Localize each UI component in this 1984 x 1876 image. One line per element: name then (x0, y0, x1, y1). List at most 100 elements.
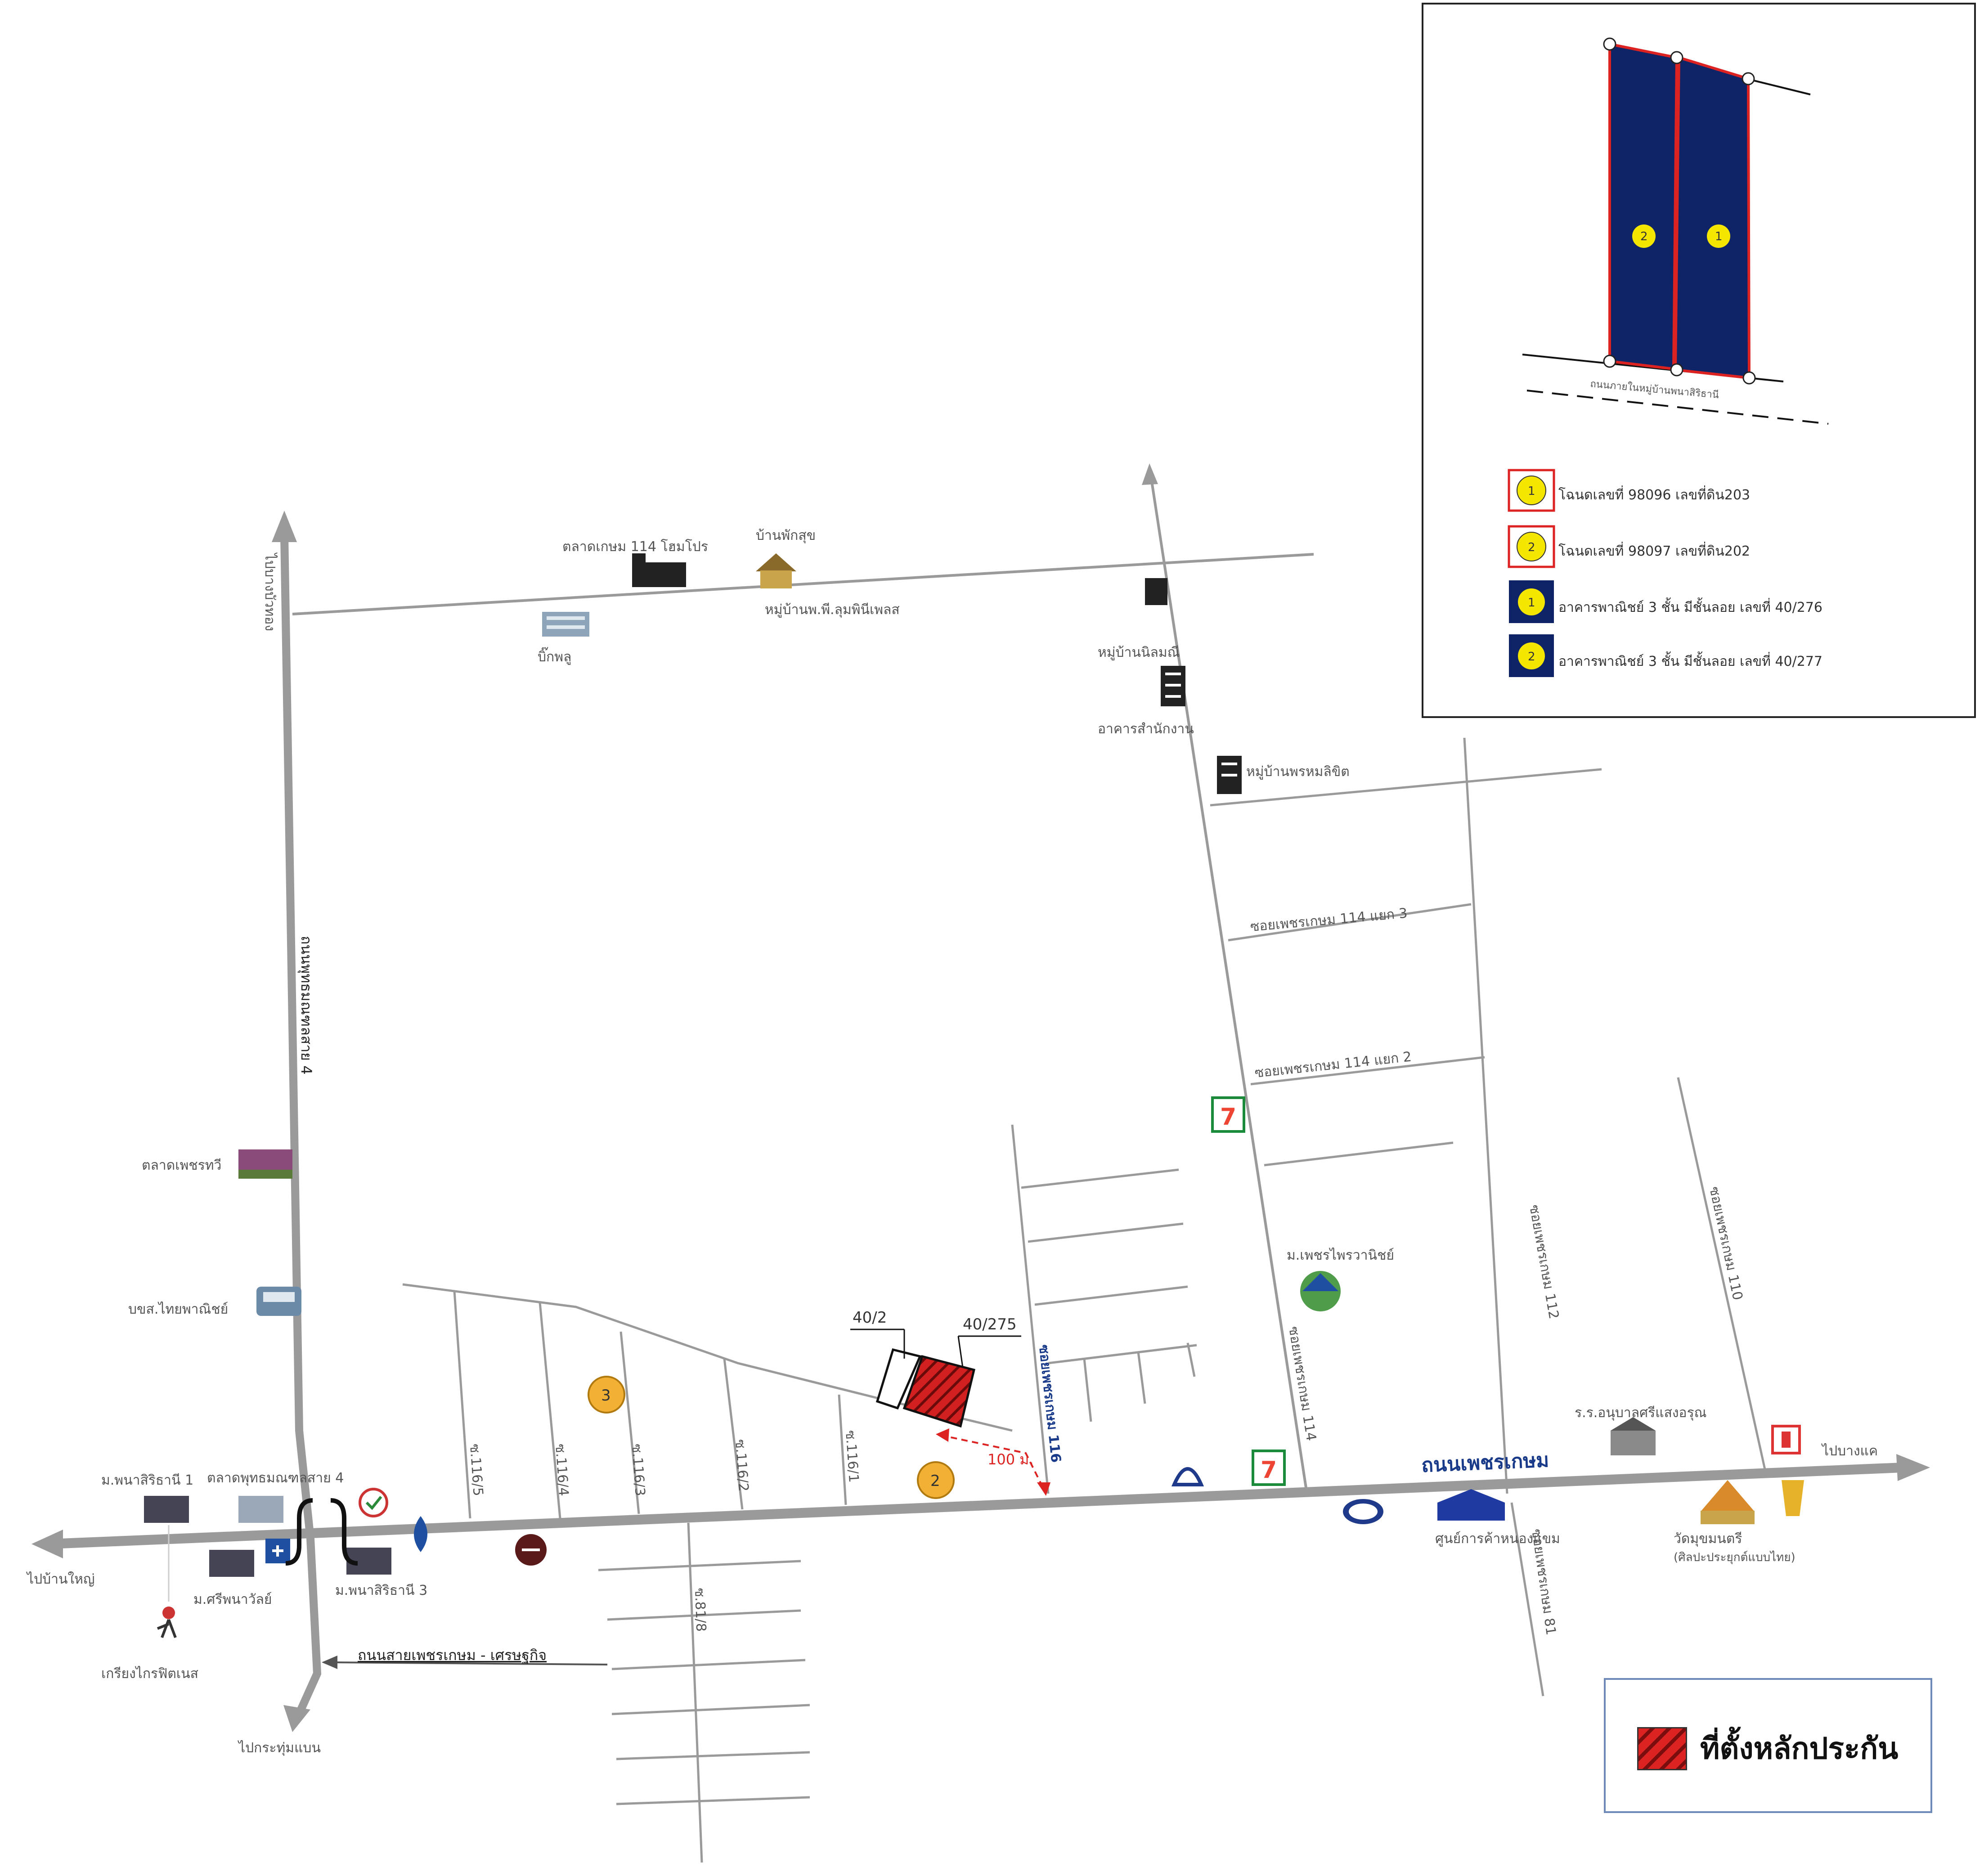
road-phutthamonthon-4 (272, 511, 322, 1732)
label-wat-sub: (ศิลปะประยุกต์แบบไทย) (1674, 1550, 1795, 1564)
label-temple-hall: ร.ร.อนุบาลศรีแสงอรุณ (1575, 1405, 1707, 1421)
label-top-house: บ้านพักสุข (756, 528, 816, 544)
tower-icon (1161, 666, 1185, 706)
svg-text:2: 2 (930, 1472, 940, 1490)
svg-text:2: 2 (1528, 541, 1535, 554)
legend-swatch (1637, 1727, 1687, 1770)
label-west-market: ตลาดเพชรทวี (142, 1158, 221, 1173)
inset-plan: 2 1 ถนนภายในหมู่บ้านพนาสิริธานี 1 โฉนดเล… (1422, 3, 1976, 718)
runner-icon (157, 1607, 177, 1638)
label-lane-4: ซ.116/4 (552, 1443, 571, 1497)
label-soi-114-2: ซอยเพชรเกษม 114 แยก 2 (1254, 1049, 1412, 1081)
market-icon (238, 1149, 292, 1179)
svg-text:ถนนภายในหมู่บ้านพนาสิริธานี: ถนนภายในหมู่บ้านพนาสิริธานี (1589, 378, 1719, 401)
distance-arrow (936, 1428, 1050, 1496)
label-west-village3: ม.พนาสิริธานี 3 (335, 1583, 427, 1598)
road-soi-110 (1677, 1077, 1767, 1474)
svg-text:3: 3 (601, 1387, 611, 1405)
junction-brackets (285, 1498, 358, 1566)
label-top-building: บิ๊กพลู (538, 647, 571, 665)
village-icon-2 (209, 1550, 254, 1577)
inset-legend-1: 1 โฉนดเลขที่ 98096 เลขที่ดิน203 (1508, 469, 1750, 512)
label-shopping-center: ศูนย์การค้าหนองแขม (1435, 1531, 1560, 1547)
svg-text:อาคารพาณิชย์ 3 ชั้น มีชั้นลอย: อาคารพาณิชย์ 3 ชั้น มีชั้นลอย เลขที่ 40/… (1558, 597, 1822, 615)
esso-icon (1343, 1499, 1383, 1524)
direction-west: ไปบ้านใหญ่ (26, 1571, 95, 1587)
inset-legend-4: 2 อาคารพาณิชย์ 3 ชั้น มีชั้นลอย เลขที่ 4… (1509, 634, 1822, 677)
label-top-village: หมู่บ้านพ.พี.ลุมพินีเพลส (765, 602, 900, 618)
label-plot-left: 40/2 (853, 1309, 887, 1327)
railway-icon (515, 1534, 547, 1566)
mall-icon (1217, 756, 1242, 794)
label-west-village1: ม.พนาสิริธานี 1 (101, 1472, 193, 1488)
label-lane-2: ซ.116/2 (732, 1439, 751, 1492)
label-runner: เกรียงไกรฟิตเนส (101, 1665, 198, 1682)
road-grid-south (598, 1522, 810, 1863)
svg-text:1: 1 (1715, 230, 1723, 243)
house-icon (756, 553, 796, 588)
label-lane-bottom: ซ.81/8 (691, 1588, 709, 1632)
direction-north: ไปบางบัวทอง (262, 552, 278, 631)
factory-icon (632, 553, 686, 587)
building-icon (542, 612, 589, 637)
svg-text:โฉนดเลขที่ 98096 เลขที่ดิน203: โฉนดเลขที่ 98096 เลขที่ดิน203 (1558, 485, 1750, 503)
main-road-petchkasem (31, 1454, 1930, 1558)
label-main-road: ถนนเพชรเกษม (1421, 1449, 1549, 1477)
svg-text:โฉนดเลขที่ 98097 เลขที่ดิน202: โฉนดเลขที่ 98097 เลขที่ดิน202 (1558, 542, 1750, 559)
temple-icon (1701, 1480, 1755, 1524)
ptt-icon (414, 1516, 427, 1552)
label-lane-5: ซ.116/5 (467, 1443, 486, 1497)
label-lane-3: ซ.116/3 (628, 1443, 648, 1497)
seven-eleven-icon-2: 7 (1252, 1450, 1286, 1486)
label-soi-112: ซอยเพชรเกษม 112 (1526, 1203, 1562, 1320)
direction-south: ไปกระทุ่มแบน (238, 1740, 321, 1756)
plot-leader-right-v (957, 1336, 964, 1368)
svg-text:7: 7 (1261, 1457, 1277, 1484)
village-icon (1300, 1271, 1341, 1311)
label-west-village2: ม.ศรีพนาวัลย์ (193, 1592, 272, 1607)
emblem-icon (1782, 1480, 1804, 1516)
label-west-market4: ตลาดพุทธมณฑลสาย 4 (207, 1470, 344, 1486)
svg-text:2: 2 (1640, 230, 1648, 243)
road-soi-81 (1510, 1502, 1544, 1696)
inset-drawing: 2 1 ถนนภายในหมู่บ้านพนาสิริธานี 1 โฉนดเล… (1508, 37, 1829, 677)
legend-main: ที่ตั้งหลักประกัน (1604, 1678, 1932, 1813)
subject-plot (875, 1348, 976, 1428)
inset-legend-2: 2 โฉนดเลขที่ 98097 เลขที่ดิน202 (1508, 525, 1750, 568)
label-wat: วัดมุขมนตรี (1674, 1531, 1742, 1547)
label-lane-1: ซ.116/1 (842, 1430, 862, 1483)
label-road-phutthamonthon-4: ถนนพุทธมณฑลสาย 4 (297, 936, 315, 1075)
shopping-center-icon (1437, 1489, 1505, 1521)
road-branches-114 (1210, 737, 1602, 1494)
gate-icon (1771, 1425, 1801, 1454)
road-soi-114 (1142, 463, 1308, 1494)
label-right-tower: อาคารสำนักงาน (1098, 721, 1194, 737)
svg-text:1: 1 (1528, 485, 1535, 498)
label-soi-114-3: ซอยเพชรเกษม 114 แยก 3 (1250, 906, 1408, 935)
inset-legend-3: 1 อาคารพาณิชย์ 3 ชั้น มีชั้นลอย เลขที่ 4… (1509, 580, 1822, 623)
hospital-icon (265, 1539, 290, 1563)
bus-icon (256, 1287, 301, 1316)
legend-text: ที่ตั้งหลักประกัน (1700, 1731, 1899, 1766)
seven-eleven-icon: 7 (1211, 1096, 1245, 1133)
label-distance: 100 ม. (988, 1451, 1034, 1468)
marker-3: 3 (588, 1376, 625, 1414)
svg-text:อาคารพาณิชย์ 3 ชั้น มีชั้นลอย: อาคารพาณิชย์ 3 ชั้น มีชั้นลอย เลขที่ 40/… (1558, 651, 1822, 669)
school-icon (1611, 1417, 1656, 1455)
market-icon-4 (238, 1496, 283, 1523)
svg-text:1: 1 (1528, 596, 1535, 610)
label-right-mall: หมู่บ้านพรหมลิขิต (1246, 764, 1350, 780)
label-soi-110: ซอยเพชรเกษม 110 (1706, 1185, 1746, 1302)
label-connector: ถนนสายเพชรเกษม - เศรษฐกิจ (358, 1647, 547, 1664)
road-top (292, 553, 1314, 615)
label-top-market: ตลาดเกษม 114 โฮมโปร (562, 539, 708, 555)
shop-icon (1145, 578, 1167, 605)
label-right-top: หมู่บ้านนิลมณี (1098, 645, 1180, 660)
marker-2: 2 (917, 1461, 955, 1499)
label-village-green: ม.เพชรไพรวานิชย์ (1287, 1247, 1394, 1263)
village-icon-1 (144, 1496, 189, 1523)
kbank-icon (359, 1488, 388, 1517)
road-connector-bottom (322, 1656, 608, 1669)
road-soi-116 (1011, 1124, 1197, 1494)
